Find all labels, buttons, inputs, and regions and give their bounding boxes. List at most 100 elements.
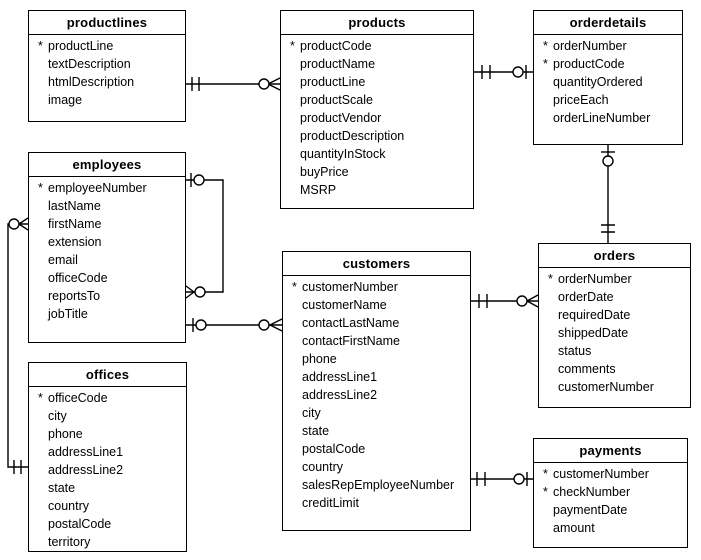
entity-title: offices xyxy=(29,363,186,387)
field-row-customerNumber: customerNumber xyxy=(548,378,686,396)
entity-title: orderdetails xyxy=(534,11,682,35)
field-name: productCode xyxy=(553,57,625,71)
field-row-productDescription: productDescription xyxy=(290,127,469,145)
entity-title: productlines xyxy=(29,11,185,35)
field-name: productVendor xyxy=(300,111,382,125)
field-row-jobTitle: jobTitle xyxy=(38,305,181,323)
field-name: customerNumber xyxy=(302,280,398,294)
field-name: shippedDate xyxy=(558,326,629,340)
entity-title: orders xyxy=(539,244,690,268)
field-name: state xyxy=(302,424,330,438)
field-name: contactLastName xyxy=(302,316,400,330)
field-name: email xyxy=(48,253,78,267)
field-row-paymentDate: paymentDate xyxy=(543,501,683,519)
field-row-postalCode: postalCode xyxy=(38,515,182,533)
field-name: city xyxy=(48,409,67,423)
field-row-phone: phone xyxy=(38,425,182,443)
field-row-addressLine1: addressLine1 xyxy=(38,443,182,461)
field-name: officeCode xyxy=(48,271,108,285)
field-name: status xyxy=(558,344,592,358)
field-row-amount: amount xyxy=(543,519,683,537)
connector-customers-payments xyxy=(471,472,533,486)
entity-fields: * customerNumber *checkNumber paymentDate am… xyxy=(534,463,687,537)
field-row-checkNumber: *checkNumber xyxy=(543,483,683,501)
field-name: country xyxy=(48,499,89,513)
entity-title: payments xyxy=(534,439,687,463)
field-name: customerNumber xyxy=(553,467,649,481)
entity-fields: * customerNumber customerName contactLastNa… xyxy=(283,276,470,512)
field-row-htmlDescription: htmlDescription xyxy=(38,73,181,91)
field-name: amount xyxy=(553,521,595,535)
connector-employees-customers xyxy=(186,318,283,332)
field-name: employeeNumber xyxy=(48,181,147,195)
field-name: country xyxy=(302,460,343,474)
field-row-customerNumber: * customerNumber xyxy=(292,278,466,296)
field-row-state: state xyxy=(38,479,182,497)
connector-orders-orderdetails xyxy=(601,145,615,243)
field-name: creditLimit xyxy=(302,496,359,510)
field-row-state: state xyxy=(292,422,466,440)
connector-employees-reportsto-self xyxy=(185,173,224,299)
field-name: reportsTo xyxy=(48,289,101,303)
field-name: addressLine1 xyxy=(48,445,124,459)
field-name: officeCode xyxy=(48,391,108,405)
field-name: paymentDate xyxy=(553,503,628,517)
field-row-customerName: customerName xyxy=(292,296,466,314)
primary-key-marker: * xyxy=(38,39,43,53)
field-row-extension: extension xyxy=(38,233,181,251)
field-row-email: email xyxy=(38,251,181,269)
field-row-contactFirstName: contactFirstName xyxy=(292,332,466,350)
field-row-priceEach: priceEach xyxy=(543,91,678,109)
field-row-orderDate: orderDate xyxy=(548,288,686,306)
field-row-phone: phone xyxy=(292,350,466,368)
field-row-postalCode: postalCode xyxy=(292,440,466,458)
field-name: city xyxy=(302,406,321,420)
primary-key-marker: * xyxy=(543,57,548,71)
field-name: comments xyxy=(558,362,616,376)
field-row-employeeNumber: *employeeNumber xyxy=(38,179,181,197)
field-name: productScale xyxy=(300,93,373,107)
field-row-productScale: productScale xyxy=(290,91,469,109)
field-row-addressLine1: addressLine1 xyxy=(292,368,466,386)
field-row-orderLineNumber: orderLineNumber xyxy=(543,109,678,127)
field-row-salesRepEmployeeNumber: salesRepEmployeeNumber xyxy=(292,476,466,494)
entity-title: customers xyxy=(283,252,470,276)
entity-title: employees xyxy=(29,153,185,177)
field-name: orderNumber xyxy=(553,39,627,53)
field-name: productCode xyxy=(300,39,372,53)
field-row-MSRP: MSRP xyxy=(290,181,469,199)
field-row-contactLastName: contactLastName xyxy=(292,314,466,332)
field-row-creditLimit: creditLimit xyxy=(292,494,466,512)
field-row-orderNumber: *orderNumber xyxy=(548,270,686,288)
field-name: extension xyxy=(48,235,102,249)
primary-key-marker: * xyxy=(292,280,297,294)
primary-key-marker: * xyxy=(543,485,548,499)
field-row-country: country xyxy=(292,458,466,476)
entity-customers[interactable]: customers * customerNumber customerName con… xyxy=(282,251,471,531)
field-row-productName: productName xyxy=(290,55,469,73)
entity-title: products xyxy=(281,11,473,35)
field-name: lastName xyxy=(48,199,101,213)
primary-key-marker: * xyxy=(548,272,553,286)
entity-payments[interactable]: payments * customerNumber *checkNumber paym… xyxy=(533,438,688,548)
field-row-orderNumber: *orderNumber xyxy=(543,37,678,55)
field-row-reportsTo: reportsTo xyxy=(38,287,181,305)
field-name: phone xyxy=(48,427,83,441)
field-name: productLine xyxy=(300,75,366,89)
field-name: phone xyxy=(302,352,337,366)
field-row-city: city xyxy=(292,404,466,422)
field-name: customerNumber xyxy=(558,380,654,394)
field-name: postalCode xyxy=(48,517,112,531)
field-row-territory: territory xyxy=(38,533,182,551)
